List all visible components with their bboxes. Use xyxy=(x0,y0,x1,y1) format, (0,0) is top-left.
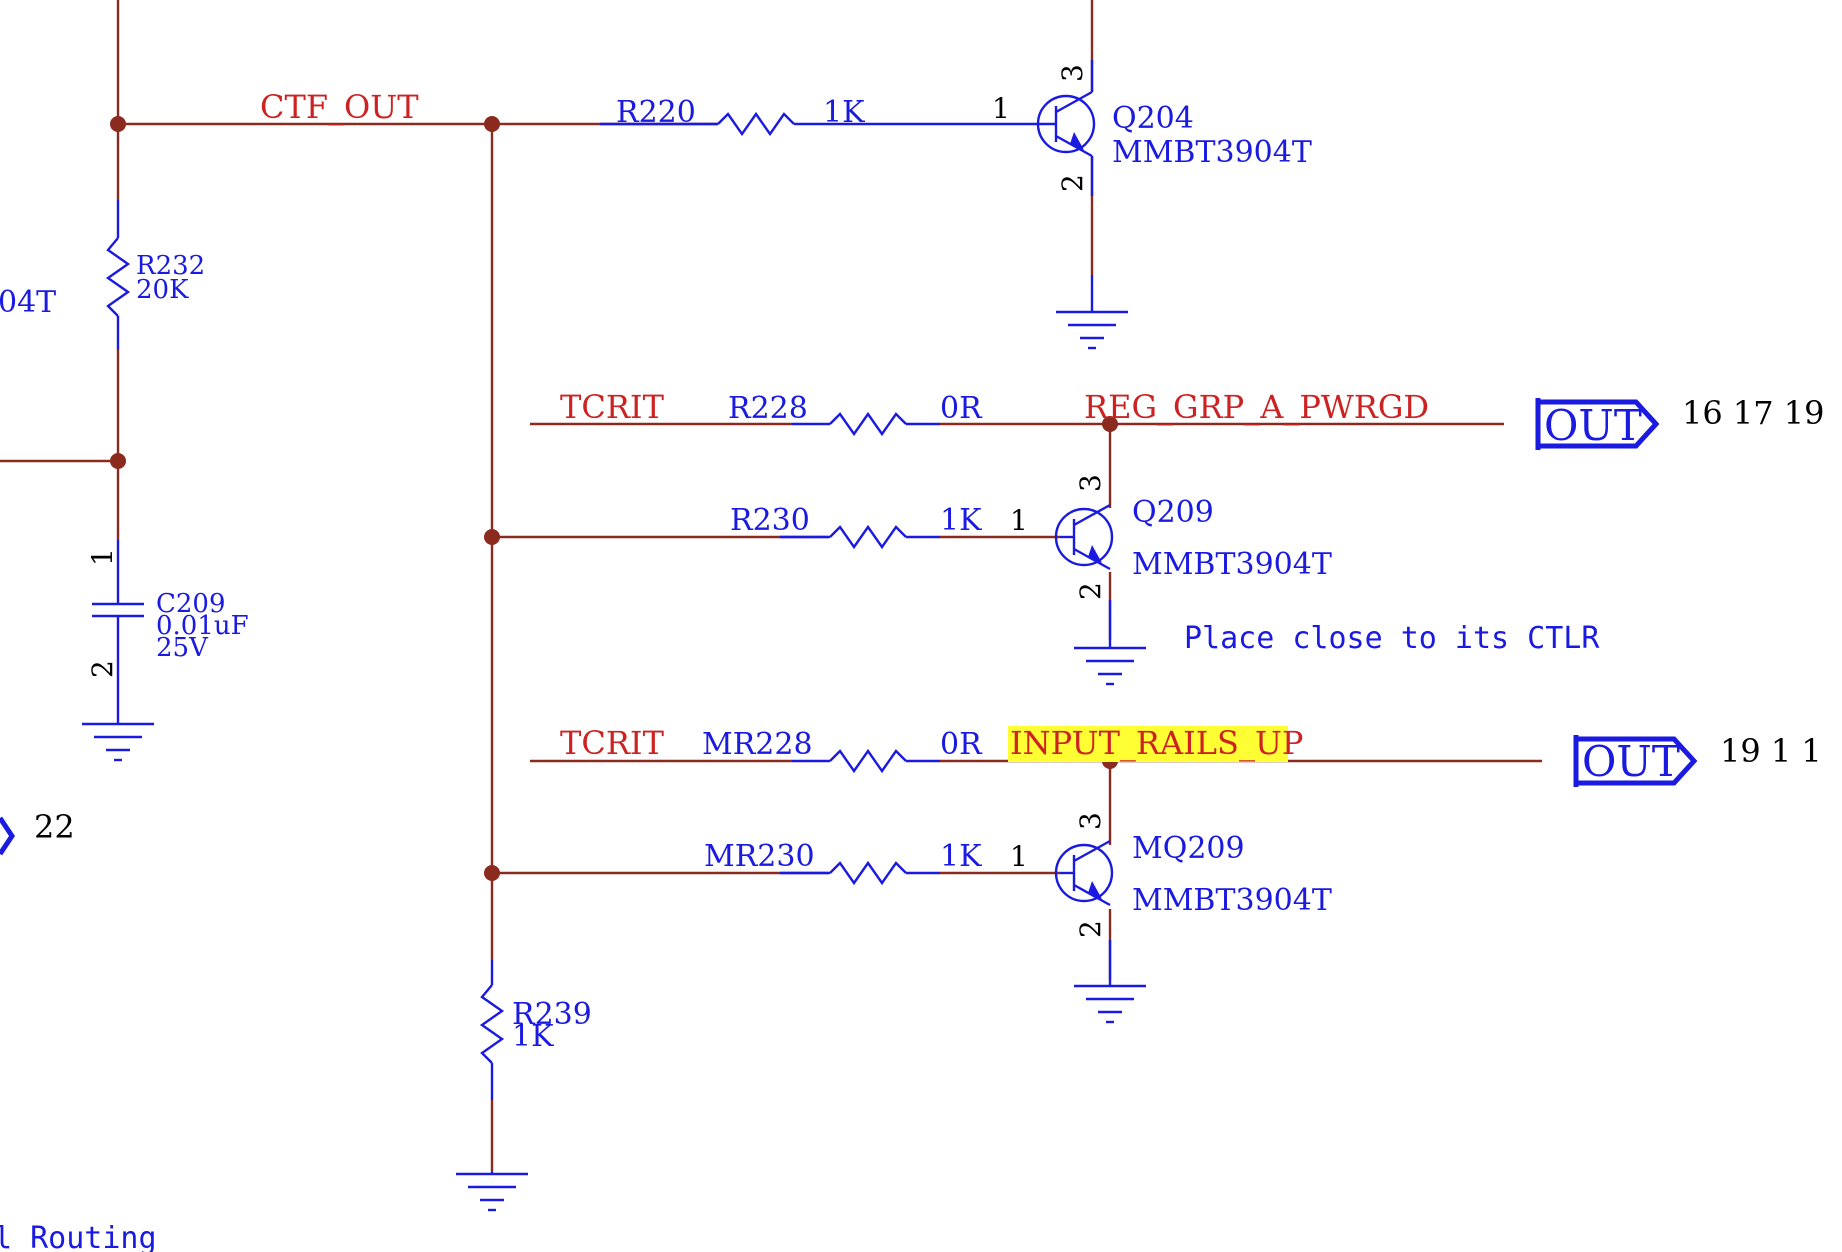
r239-ref: R239 xyxy=(512,997,592,1032)
transistor-mq209[interactable]: 1 3 2 MQ209 MMBT3904T xyxy=(1010,812,1332,938)
r220-ref: R220 xyxy=(616,95,696,130)
partial-part-label: 04T xyxy=(0,285,56,320)
junction-dot xyxy=(110,116,126,132)
ground-icon xyxy=(1074,940,1146,1024)
resistor-r228[interactable]: R228 0R xyxy=(728,391,983,437)
junction-dot xyxy=(484,529,500,545)
c209-voltage: 25V xyxy=(156,633,209,663)
placement-note: Place close to its CTLR xyxy=(1184,621,1600,656)
q204-ref: Q204 xyxy=(1112,101,1194,136)
ground-icon xyxy=(1056,275,1128,350)
output-port-2[interactable]: OUT 19 1 1 xyxy=(1573,732,1822,787)
q204-pin-e: 2 xyxy=(1056,174,1089,192)
junction-dot xyxy=(484,865,500,881)
resistor-r230[interactable]: R230 1K xyxy=(730,503,982,550)
r220-value: 1K xyxy=(823,95,865,130)
resistor-mr228[interactable]: MR228 0R xyxy=(702,727,983,774)
net-label-tcrit: TCRIT xyxy=(560,724,665,762)
c209-pin2: 2 xyxy=(86,660,119,678)
transistor-q209[interactable]: 1 3 2 Q209 MMBT3904T xyxy=(1010,474,1332,600)
mq209-pin-e: 2 xyxy=(1074,920,1107,938)
c209-value: 0.01uF xyxy=(156,611,249,641)
r230-value: 1K xyxy=(940,503,982,538)
transistor-q204[interactable]: 1 3 2 Q204 MMBT3904T xyxy=(992,60,1312,196)
resistor-r239[interactable]: R239 1K xyxy=(479,960,592,1100)
q209-part: MMBT3904T xyxy=(1132,547,1332,582)
ground-icon xyxy=(456,1172,528,1212)
q204-part: MMBT3904T xyxy=(1112,135,1312,170)
port-refs: 19 1 1 xyxy=(1720,732,1822,770)
capacitor-c209[interactable]: 1 2 C209 0.01uF 25V xyxy=(86,540,249,722)
output-port-left[interactable]: 22 xyxy=(0,808,75,856)
mr228-value: 0R xyxy=(940,727,983,762)
r228-value: 0R xyxy=(940,391,983,426)
r239-value: 1K xyxy=(512,1019,554,1054)
mr230-ref: MR230 xyxy=(704,839,815,874)
junction-dot xyxy=(484,116,500,132)
q204-pin-c: 3 xyxy=(1056,64,1089,82)
mr230-value: 1K xyxy=(940,839,982,874)
q209-pin-e: 2 xyxy=(1074,582,1107,600)
r228-ref: R228 xyxy=(728,391,808,426)
bottom-note: l Routing xyxy=(0,1221,157,1252)
net-label-ctf-out: CTF_OUT xyxy=(260,88,419,126)
q204-pin-b: 1 xyxy=(992,92,1010,125)
net-label-reg-grp: REG_GRP_A_PWRGD xyxy=(1084,388,1429,426)
r230-ref: R230 xyxy=(730,503,810,538)
output-port-1[interactable]: OUT 16 17 19 xyxy=(1535,394,1825,450)
net-label-tcrit: TCRIT xyxy=(560,388,665,426)
ground-icon xyxy=(1074,600,1146,686)
mq209-pin-b: 1 xyxy=(1010,840,1028,873)
junctions xyxy=(110,116,1118,881)
port-left-ref: 22 xyxy=(34,808,75,846)
c209-ref: C209 xyxy=(156,589,226,619)
port-label: OUT xyxy=(1544,401,1642,450)
ground-icon xyxy=(82,722,154,762)
port-refs: 16 17 19 xyxy=(1682,394,1825,432)
resistor-r220[interactable]: R220 1K xyxy=(600,95,1036,137)
junction-dot xyxy=(1102,416,1118,432)
q209-pin-c: 3 xyxy=(1074,474,1107,492)
r232-ref: R232 xyxy=(136,251,205,281)
junction-dot xyxy=(110,453,126,469)
resistor-mr230[interactable]: MR230 1K xyxy=(704,839,982,886)
q209-pin-b: 1 xyxy=(1010,504,1028,537)
mq209-pin-c: 3 xyxy=(1074,812,1107,830)
mq209-part: MMBT3904T xyxy=(1132,883,1332,918)
c209-pin1: 1 xyxy=(86,548,119,566)
mq209-ref: MQ209 xyxy=(1132,831,1245,866)
port-label: OUT xyxy=(1582,737,1680,786)
highlight-box xyxy=(1008,726,1288,762)
resistor-r232[interactable]: R232 20K xyxy=(105,200,205,350)
q209-ref: Q209 xyxy=(1132,495,1214,530)
r232-value: 20K xyxy=(136,275,189,305)
mr228-ref: MR228 xyxy=(702,727,813,762)
wires xyxy=(0,0,1542,1172)
net-label-input-rails: INPUT_RAILS_UP xyxy=(1010,724,1303,762)
